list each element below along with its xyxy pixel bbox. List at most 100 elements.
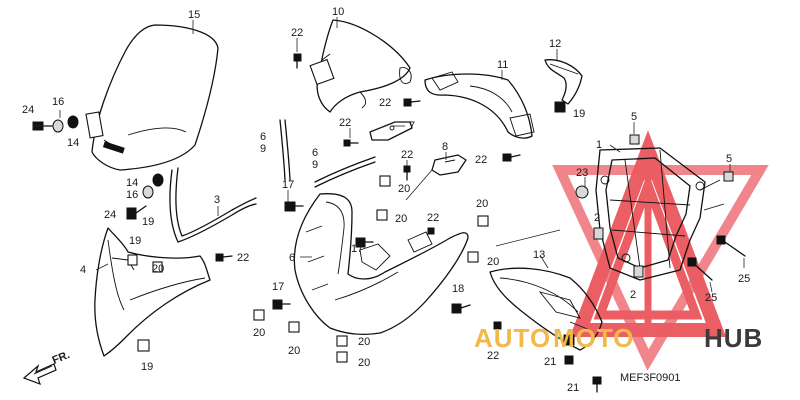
watermark-wordmark: AUTO MOTO HUB [474,323,763,353]
callout-14-left: 14 [67,137,79,149]
callout-19-top: 19 [573,108,585,120]
callout-22-left: 22 [237,252,249,264]
seal-strip-lower [314,156,376,188]
callout-12: 12 [549,38,561,50]
callout-9-lower: 9 [312,159,318,171]
callout-6-lower: 6 [312,147,318,159]
callout-6-upper: 6 [260,131,266,143]
bolt-17-a [284,201,304,212]
fasteners [32,53,746,393]
callout-5-right: 5 [726,153,732,165]
clip-19-left [127,254,138,266]
callout-16-left: 16 [52,96,64,108]
lower-panel [489,267,603,351]
washer-16-left [52,119,64,133]
callout-17-b: 17 [351,243,363,255]
callout-21-a: 21 [544,356,556,368]
callout-11: 11 [497,59,508,71]
callout-22-mid: 22 [427,212,439,224]
callout-4: 4 [80,264,86,276]
callout-18: 18 [452,283,464,295]
watermark-text-hub: HUB [704,323,763,353]
rubber-2-a [593,227,604,240]
callout-24-left: 24 [22,104,34,116]
bolt-18 [451,303,471,314]
callout-20-b: 20 [476,198,488,210]
front-direction-label: FR. [51,349,72,367]
callout-25-a: 25 [738,273,750,285]
upper-inner-cover [309,19,412,113]
callout-22-center: 22 [401,149,413,161]
washer-16-lower [142,185,154,199]
bolt-25-a [716,235,746,257]
clip-20-c [477,215,489,227]
callout-1: 1 [596,139,602,151]
screw-21-b [592,376,602,393]
cap-5-right [723,171,734,182]
callout-19-b: 19 [129,235,141,247]
front-direction-indicator: FR. [22,349,72,386]
screw-22-center [403,165,411,181]
callout-20-c: 20 [395,213,407,225]
callout-21-b: 21 [567,382,579,394]
windscreen [85,24,219,171]
watermark-text-moto: MOTO [553,323,635,353]
callout-13: 13 [533,249,545,261]
screw-22-right [502,153,521,162]
leader-lines [33,17,745,293]
rubber-2-b [633,265,644,278]
grommet-14-left [67,115,79,129]
callout-17-a: 17 [282,179,294,191]
bolt-25-b [687,257,713,281]
callout-3: 3 [214,194,220,206]
screw-22-top [293,53,302,69]
cap-5-top [629,134,640,145]
grommet-23 [575,185,589,199]
meter-panel [424,71,535,139]
screw-22-left [215,253,233,262]
clip-20-d [467,251,479,263]
callout-9-upper: 9 [260,143,266,155]
callout-labels: 15 10 22 11 12 24 16 14 22 19 6 9 22 7 6… [22,6,750,394]
callout-5-top: 5 [631,111,637,123]
callout-15: 15 [188,9,200,21]
watermark-text-auto: AUTO [474,323,551,353]
screw-24-lower [126,205,147,220]
main-front-cover [293,193,469,335]
clip-20-f [288,321,300,333]
screw-22-lowright [493,321,502,338]
callout-20-e: 20 [152,263,164,275]
clip-20-a [379,175,391,187]
molding-strip [169,167,257,243]
callout-22-bracket: 22 [339,117,351,129]
grommet-14-lower [152,173,164,187]
callout-20-i: 20 [358,357,370,369]
side-bracket [544,59,583,105]
callout-7: 7 [409,120,415,132]
clip-20-e [253,309,265,321]
seal-strip-upper [279,119,291,181]
clip-19-lower [563,334,575,346]
diagram-code: MEF3F0901 [620,372,681,384]
callout-19-bottom: 19 [141,361,153,373]
callout-8: 8 [442,141,448,153]
callout-22-top: 22 [291,27,303,39]
callout-2-a: 2 [594,212,600,224]
screw-22-bracket [343,139,359,147]
stay-frame [595,147,725,281]
small-cover [431,154,467,176]
callout-16-lower: 16 [126,189,138,201]
screw-22-cover [403,98,421,107]
clip-20-h [336,351,348,363]
callout-20-d: 20 [487,256,499,268]
bolt-17-c [272,299,291,310]
screw-22-mid [427,227,435,235]
callout-19-a: 19 [142,216,154,228]
callout-22-right: 22 [475,154,487,166]
callout-2-b: 2 [630,289,636,301]
callout-25-b: 25 [705,292,717,304]
front-cowl [94,227,211,357]
callout-20-a: 20 [398,183,410,195]
screw-21-a [564,355,574,365]
